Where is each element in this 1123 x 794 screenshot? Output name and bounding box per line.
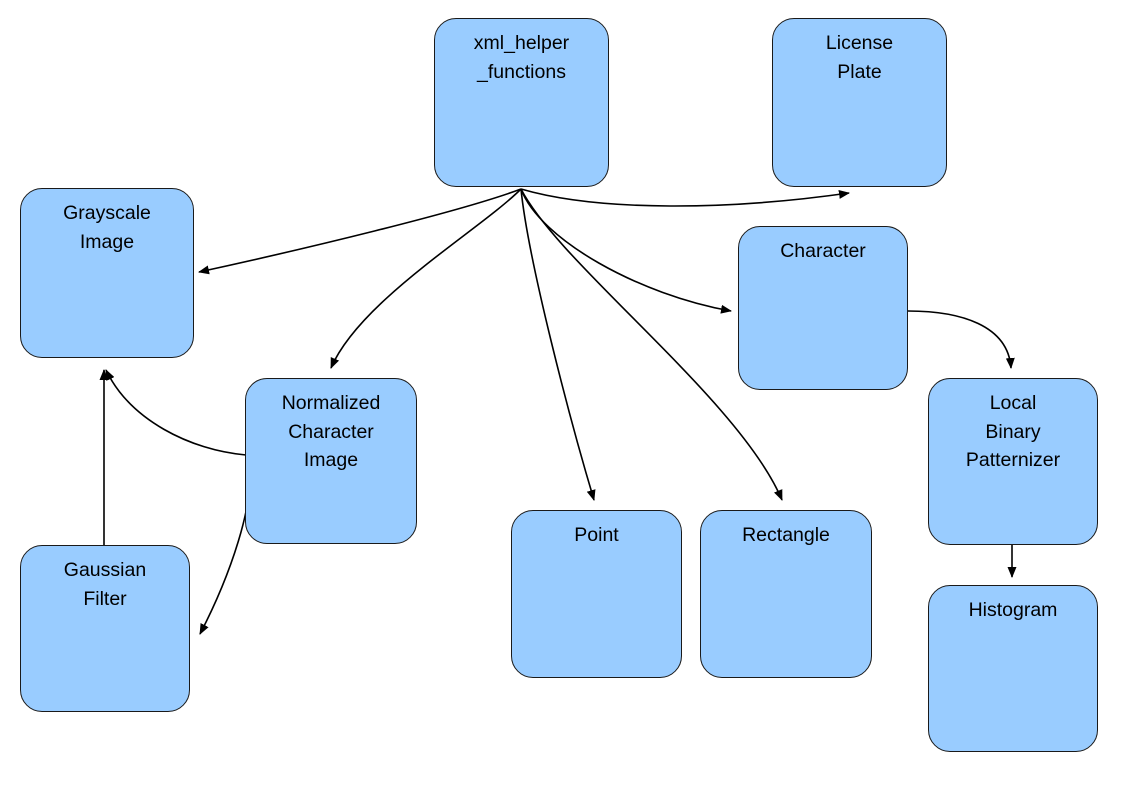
node-xml-helper-functions[interactable]: xml_helper _functions (434, 18, 609, 187)
edge-xml_helper_functions-to-point (520, 188, 596, 501)
edge-xml_helper_functions-to-grayscale_image (198, 188, 522, 275)
edge-normalized_character_image-to-grayscale_image (105, 369, 247, 456)
node-histogram[interactable]: Histogram (928, 585, 1098, 752)
node-rectangle[interactable]: Rectangle (700, 510, 872, 678)
node-license-plate[interactable]: License Plate (772, 18, 947, 187)
edge-character-to-local_binary_patternizer (907, 310, 1015, 369)
node-gaussian-filter[interactable]: Gaussian Filter (20, 545, 190, 712)
edge-xml_helper_functions-to-character (520, 188, 732, 314)
node-grayscale-image[interactable]: Grayscale Image (20, 188, 194, 358)
node-character[interactable]: Character (738, 226, 908, 390)
edge-xml_helper_functions-to-normalized_character_image (330, 188, 522, 369)
edge-normalized_character_image-to-gaussian_filter (199, 457, 251, 635)
node-local-binary-patternizer[interactable]: Local Binary Patternizer (928, 378, 1098, 545)
edge-xml_helper_functions-to-license_plate (520, 188, 850, 207)
node-point[interactable]: Point (511, 510, 682, 678)
node-normalized-character-image[interactable]: Normalized Character Image (245, 378, 417, 544)
